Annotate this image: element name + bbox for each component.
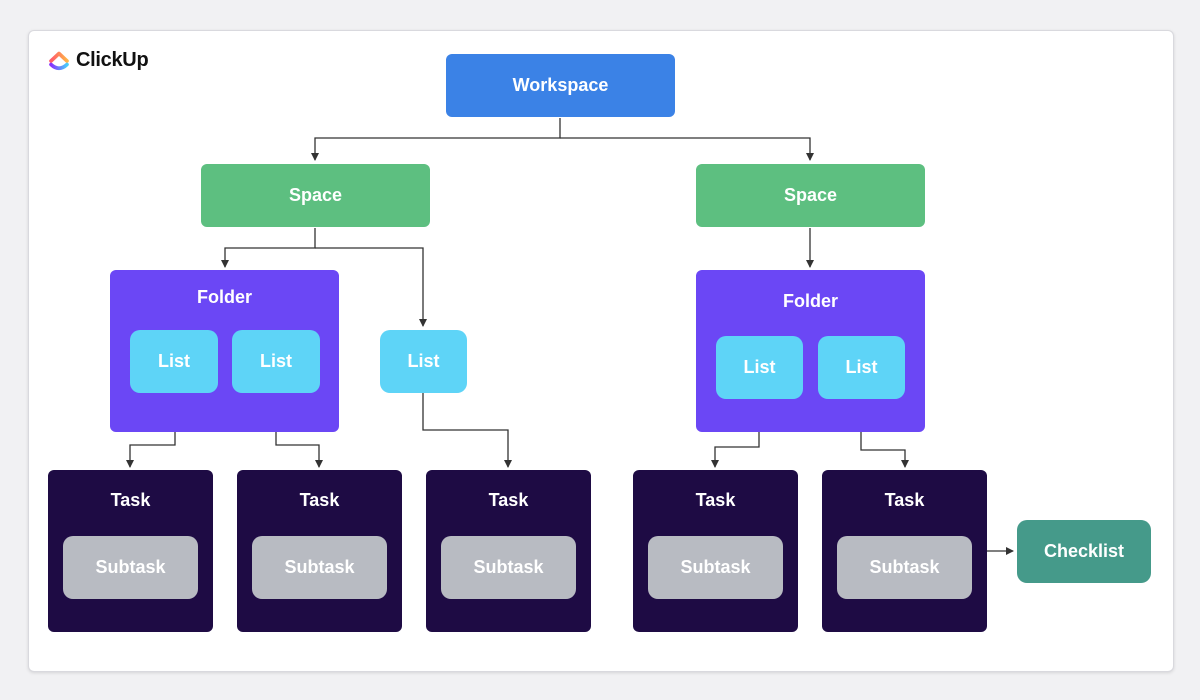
- list-node-4: List: [716, 336, 803, 399]
- list-label: List: [259, 351, 292, 371]
- task-label: Task: [695, 490, 736, 510]
- task-label: Task: [884, 490, 925, 510]
- subtask-label: Subtask: [284, 557, 355, 577]
- checklist-node: Checklist: [1017, 520, 1151, 583]
- space-node-left: Space: [201, 164, 430, 227]
- list-label: List: [845, 357, 878, 377]
- space-node-right: Space: [696, 164, 925, 227]
- subtask-node-5: Subtask: [837, 536, 972, 599]
- space-label: Space: [288, 185, 343, 205]
- subtask-label: Subtask: [95, 557, 166, 577]
- list-label: List: [157, 351, 190, 371]
- task-label: Task: [110, 490, 151, 510]
- clickup-logo-icon: [49, 51, 69, 71]
- list-node-2: List: [232, 330, 320, 393]
- subtask-node-4: Subtask: [648, 536, 783, 599]
- subtask-node-2: Subtask: [252, 536, 387, 599]
- list-node-3: List: [380, 330, 467, 393]
- workspace-node: Workspace: [446, 54, 675, 117]
- subtask-label: Subtask: [680, 557, 751, 577]
- list-node-1: List: [130, 330, 218, 393]
- list-label: List: [407, 351, 440, 371]
- clickup-logo: ClickUp: [48, 46, 149, 74]
- folder-label: Folder: [782, 291, 838, 311]
- folder-label: Folder: [196, 287, 252, 307]
- list-label: List: [743, 357, 776, 377]
- subtask-node-3: Subtask: [441, 536, 576, 599]
- task-label: Task: [488, 490, 529, 510]
- subtask-label: Subtask: [473, 557, 544, 577]
- subtask-label: Subtask: [869, 557, 940, 577]
- task-label: Task: [299, 490, 340, 510]
- subtask-node-1: Subtask: [63, 536, 198, 599]
- workspace-label: Workspace: [512, 75, 609, 95]
- space-label: Space: [783, 185, 838, 205]
- list-node-5: List: [818, 336, 905, 399]
- checklist-label: Checklist: [1043, 541, 1125, 561]
- brand-name: ClickUp: [76, 48, 149, 71]
